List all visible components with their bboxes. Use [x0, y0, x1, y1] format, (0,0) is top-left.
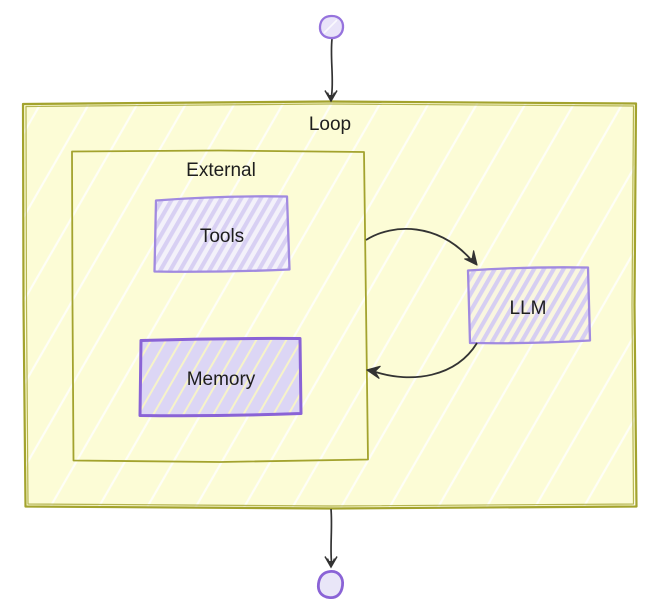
edge-start-to-loop — [324, 38, 338, 103]
llm-node: LLM — [466, 266, 592, 345]
tools-label: Tools — [200, 226, 244, 247]
start-circle — [318, 14, 345, 40]
edge-llm-external-line — [373, 342, 478, 379]
loop-box-sketch-stroke — [25, 103, 635, 507]
edge-llm-to-external — [366, 342, 478, 379]
arrowhead-into-llm-icon — [464, 250, 478, 266]
tools-node: Tools — [153, 195, 291, 273]
arrowhead-down-fill — [328, 95, 334, 101]
start-node — [318, 14, 345, 40]
memory-node: Memory — [138, 336, 303, 418]
end-circle — [316, 570, 345, 600]
edge-external-llm-line — [365, 227, 471, 260]
edge-external-to-llm — [365, 227, 478, 266]
llm-box — [466, 266, 592, 345]
tools-box — [153, 195, 291, 273]
llm-label: LLM — [510, 298, 547, 319]
memory-box — [138, 336, 303, 418]
edge-loop-to-end — [324, 508, 338, 569]
loop-label: Loop — [309, 114, 351, 135]
external-label: External — [186, 160, 256, 181]
end-node — [316, 570, 345, 600]
memory-label: Memory — [187, 369, 256, 390]
edge-end-line — [330, 508, 333, 563]
arrowhead-into-external-icon — [366, 365, 381, 379]
edge-start-line — [330, 38, 334, 97]
arrowhead-down2-fill — [328, 561, 334, 567]
start-circle-hatch — [323, 19, 338, 34]
